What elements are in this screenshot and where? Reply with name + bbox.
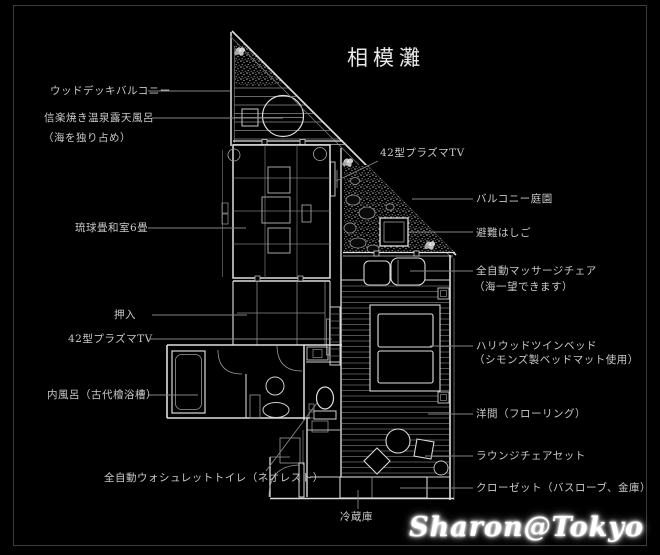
label-twin-bed-note: （シモンズ製ベッドマット使用） (474, 354, 639, 366)
lounge-chair (363, 447, 391, 475)
entrance-door-leaf (298, 462, 305, 498)
label-balcony-garden: バルコニー庭園 (476, 193, 553, 205)
balcony-garden (341, 158, 455, 257)
leader-lines (148, 90, 473, 509)
label-massage-chair-note: （海一望できます） (474, 281, 573, 293)
toilet-tank (313, 410, 337, 420)
label-open-air-bath-note: （海を独り占め） (43, 132, 131, 144)
deck-stool (241, 108, 259, 127)
lounge-chair (413, 438, 435, 460)
zabuton-cushion (267, 166, 291, 194)
open-air-bath-tub (261, 94, 305, 138)
label-massage-chair: 全自動マッサージチェア (476, 265, 597, 277)
label-refrigerator: 冷蔵庫 (340, 511, 373, 523)
closet (339, 476, 428, 499)
wood-deck-boards (234, 87, 339, 140)
toilet-bowl (315, 386, 335, 410)
label-open-air-bath: 信楽焼き温泉露天風呂 (44, 112, 154, 124)
label-washlet-toilet: 全自動ウォシュレットトイレ（ネオレスト） (104, 472, 324, 484)
bath-door-arc (217, 349, 243, 375)
bathroom (166, 344, 342, 433)
watermark: Sharon@Tokyo (409, 512, 644, 543)
plasma-tv-upper-symbol (330, 161, 336, 197)
shoe-cabinet (279, 437, 301, 464)
garden-stone-icon (341, 158, 354, 168)
tatami-room (221, 144, 338, 282)
balcony-triangle (229, 30, 457, 259)
massage-chair (390, 257, 426, 286)
label-western-room: 洋間（フローリング） (476, 408, 586, 420)
tatami-grid (233, 145, 330, 278)
label-lounge-chair-set: ラウンジチェアセット (476, 450, 586, 462)
twin-bed-mattress (377, 350, 434, 384)
western-room (270, 148, 455, 500)
label-closet: クローゼット（バスローブ、金庫） (476, 482, 652, 494)
label-plasma-tv-upper: 42型プラズマTV (380, 147, 465, 159)
entrance-corridor (268, 418, 341, 498)
label-plasma-tv-lower: 42型プラズマTV (68, 333, 153, 345)
entrance-door-arc (268, 464, 300, 498)
upper-garden-stipple (235, 44, 284, 86)
page-border-frame (13, 5, 647, 546)
label-wood-deck-balcony: ウッドデッキバルコニー (50, 85, 171, 97)
page-title: 相模灘 (347, 46, 425, 70)
side-table (433, 460, 449, 476)
massage-chair-ottoman (363, 260, 391, 286)
zabuton-cushion (267, 227, 291, 254)
vanity-basin (262, 402, 290, 418)
label-twin-bed: ハリウッドツインベッド (476, 340, 597, 352)
twin-bed-mattress (377, 313, 434, 348)
escape-hatch (379, 217, 409, 247)
lounge-table (385, 428, 411, 454)
cypress-bathtub (171, 350, 206, 414)
sink-bowl (265, 376, 285, 396)
washroom-door-arc (276, 344, 303, 372)
label-tatami-room: 琉球畳和室6畳 (75, 222, 149, 234)
label-indoor-bath: 内風呂（古代檜浴槽） (47, 389, 157, 401)
label-escape-ladder: 避難はしご (476, 227, 531, 239)
label-oshiire: 押入 (114, 309, 136, 321)
tatami-room-outline (232, 144, 331, 279)
garden-stipple (344, 165, 454, 252)
low-table (261, 196, 291, 224)
oshiire-closet-row (232, 281, 331, 345)
